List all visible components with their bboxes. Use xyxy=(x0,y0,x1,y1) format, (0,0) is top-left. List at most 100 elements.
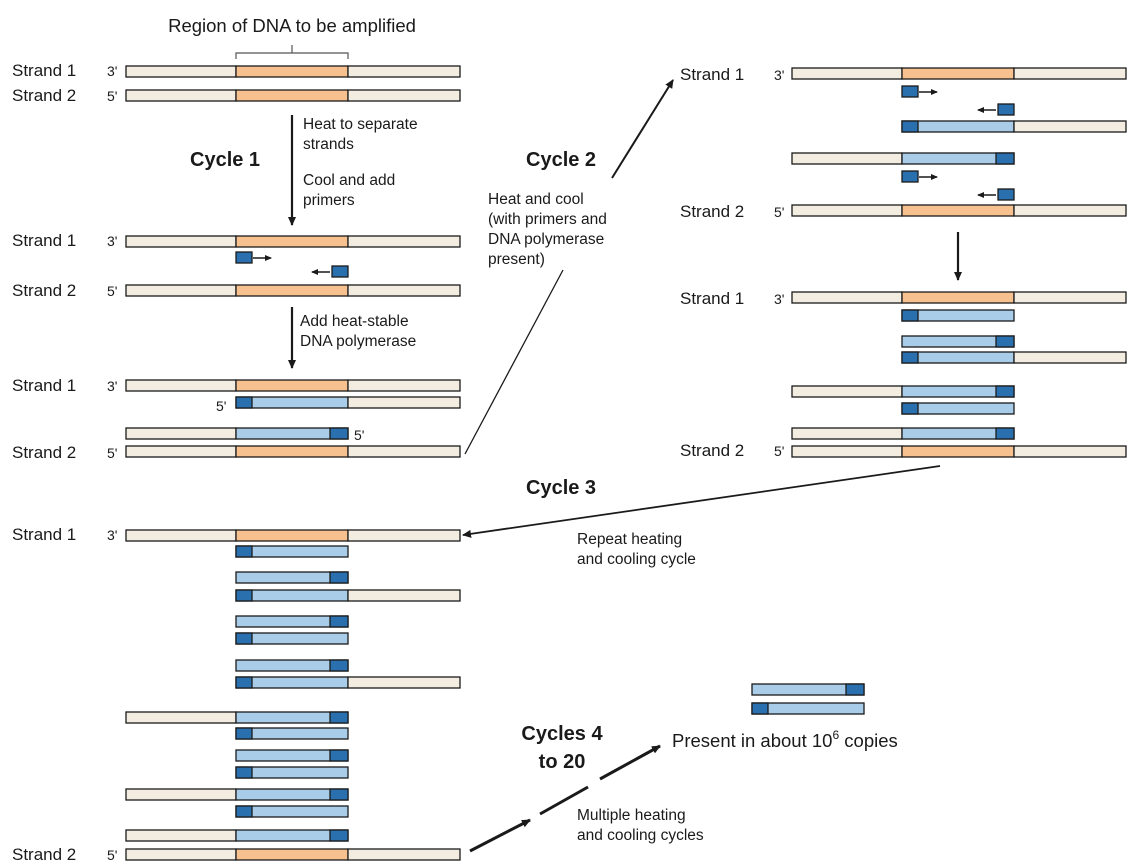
target-segment xyxy=(235,445,349,458)
copy-strand xyxy=(235,571,349,584)
template-segment xyxy=(791,67,903,80)
primer-block xyxy=(235,632,253,645)
template-segment xyxy=(1013,291,1127,304)
cycles4-20-label: Cycles 4 xyxy=(521,723,603,745)
extension-segment xyxy=(347,396,461,409)
end-label: 3' xyxy=(107,233,117,249)
strand1-label: Strand 1 xyxy=(12,231,76,250)
target-segment xyxy=(901,67,1015,80)
copy-strand xyxy=(235,805,349,818)
heat-cool-note: (with primers and xyxy=(488,211,607,228)
primer-forward xyxy=(901,170,919,183)
copy-segment xyxy=(901,402,1015,415)
end-label: 3' xyxy=(774,67,784,83)
template-segment xyxy=(347,89,461,102)
copy-segment xyxy=(901,120,1015,133)
copy-strand xyxy=(235,676,461,689)
strand1-label: Strand 1 xyxy=(12,525,76,544)
end-label: 3' xyxy=(107,378,117,394)
copy-strand xyxy=(901,120,1127,133)
cool-note: Cool and add xyxy=(303,172,395,189)
copy-strand xyxy=(235,615,349,628)
end-label: 5' xyxy=(774,443,784,459)
template-segment xyxy=(125,848,237,861)
extension-segment xyxy=(791,427,903,440)
multiple-cycles-note: Multiple heating xyxy=(577,807,686,824)
end-label: 5' xyxy=(107,283,117,299)
copy-strand xyxy=(235,396,461,409)
copy-segment xyxy=(901,309,1015,322)
target-segment xyxy=(235,529,349,542)
parent-strand xyxy=(791,291,1127,304)
cycles4-20-label: to 20 xyxy=(539,751,586,773)
polymerase-note: DNA polymerase xyxy=(300,333,416,350)
parent-strand xyxy=(125,848,461,861)
parent-strand xyxy=(125,529,461,542)
copy-strand xyxy=(791,152,1015,165)
primer-block xyxy=(995,335,1015,348)
template-segment xyxy=(347,379,461,392)
target-segment xyxy=(901,445,1015,458)
extension-segment xyxy=(125,427,237,440)
target-segment xyxy=(235,89,349,102)
template-segment xyxy=(791,291,903,304)
primer-block xyxy=(997,188,1015,201)
copy-strand xyxy=(235,659,349,672)
primer-block xyxy=(329,788,349,801)
cool-note: primers xyxy=(303,192,355,209)
primer-block xyxy=(329,829,349,842)
end-label: 5' xyxy=(107,88,117,104)
primer-block xyxy=(235,545,253,558)
end-label: 5' xyxy=(774,204,784,220)
primer-block xyxy=(901,120,919,133)
primer-block xyxy=(235,396,253,409)
primer-block xyxy=(329,571,349,584)
copy-strand xyxy=(901,402,1015,415)
parent-strand xyxy=(125,89,461,102)
primer-block xyxy=(901,309,919,322)
copy-segment xyxy=(235,676,349,689)
template-segment xyxy=(1013,204,1127,217)
extension-segment xyxy=(791,152,903,165)
copy-segment xyxy=(235,396,349,409)
primer-block xyxy=(235,766,253,779)
copy-segment xyxy=(235,545,349,558)
template-segment xyxy=(125,445,237,458)
copy-strand xyxy=(125,427,349,440)
end-label: 5' xyxy=(216,398,226,414)
template-segment xyxy=(791,204,903,217)
primer-forward xyxy=(235,251,253,264)
target-segment xyxy=(235,65,349,78)
copy-segment xyxy=(235,589,349,602)
extension-segment xyxy=(1013,120,1127,133)
copy-segment xyxy=(235,805,349,818)
target-segment xyxy=(235,235,349,248)
extension-segment xyxy=(125,788,237,801)
target-segment xyxy=(901,291,1015,304)
template-segment xyxy=(347,529,461,542)
cycle2-arrow xyxy=(611,79,674,179)
heat-cool-note: Heat and cool xyxy=(488,191,584,208)
extension-segment xyxy=(791,385,903,398)
end-label: 5' xyxy=(107,445,117,461)
strand2-label: Strand 2 xyxy=(12,443,76,462)
copy-strand xyxy=(235,545,349,558)
cycles4-20-arrow xyxy=(599,744,661,781)
region-label: Region of DNA to be amplified xyxy=(168,15,416,36)
primer-reverse xyxy=(331,265,349,278)
target-segment xyxy=(901,204,1015,217)
heat-note: strands xyxy=(303,136,354,153)
target-segment xyxy=(235,379,349,392)
dna-strands xyxy=(125,65,1127,861)
parent-strand xyxy=(125,379,461,392)
parent-strand xyxy=(125,445,461,458)
primer-reverse xyxy=(997,188,1015,201)
parent-strand xyxy=(125,65,461,78)
parent-strand xyxy=(791,445,1127,458)
copy-strand xyxy=(235,766,349,779)
primer-block xyxy=(845,683,865,696)
copy-segment xyxy=(235,727,349,740)
end-label: 3' xyxy=(774,291,784,307)
copy-strand xyxy=(901,351,1127,364)
copy-strand xyxy=(235,749,349,762)
